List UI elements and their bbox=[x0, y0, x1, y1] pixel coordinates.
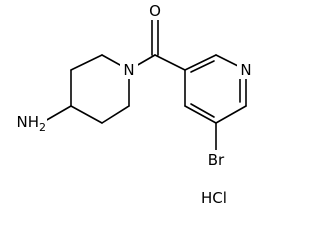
pyridine-nitrogen-label: N bbox=[240, 61, 251, 79]
bond-py-c3-c2-inner bbox=[190, 60, 215, 73]
chemical-structure-diagram: O N N Br NH2 HCl bbox=[16, 1, 255, 207]
bromine-label: Br bbox=[208, 151, 225, 169]
oxygen-label: O bbox=[149, 2, 161, 20]
bond-c5-c6 bbox=[101, 105, 130, 124]
bond-c4-amine bbox=[44, 105, 72, 122]
bond-py-c3-c2 bbox=[184, 54, 217, 71]
bond-carbonyl-pyridine bbox=[154, 54, 186, 71]
bond-py-c5-c4-inner bbox=[190, 103, 215, 118]
bond-py-c5-c4 bbox=[184, 105, 217, 124]
hcl-counterion-label: HCl bbox=[201, 189, 227, 207]
atom-labels: O N N Br NH2 bbox=[17, 1, 255, 169]
amide-nitrogen-label: N bbox=[123, 61, 134, 79]
bond-c2-c3 bbox=[70, 54, 103, 71]
bond-py-c6-c5 bbox=[215, 105, 247, 124]
bonds bbox=[44, 19, 247, 151]
amine-label: NH2 bbox=[17, 113, 47, 134]
bond-c4-c5 bbox=[70, 105, 103, 124]
